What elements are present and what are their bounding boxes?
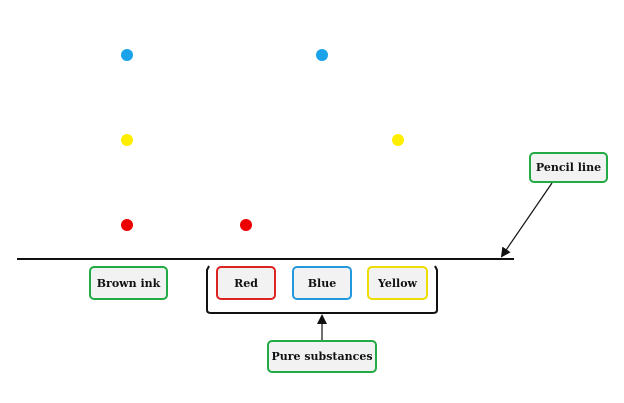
- blue-label: Blue: [292, 266, 352, 300]
- brown-ink-red-spot: [121, 219, 133, 231]
- pencil-line-label: Pencil line: [529, 152, 608, 183]
- yellow-label: Yellow: [367, 266, 428, 300]
- blue-spot: [316, 49, 328, 61]
- brown-ink-yellow-spot: [121, 134, 133, 146]
- yellow-spot: [392, 134, 404, 146]
- brown-ink-label: Brown ink: [89, 266, 168, 300]
- red-label: Red: [216, 266, 276, 300]
- pure-substances-label: Pure substances: [267, 340, 377, 373]
- pure-substances-bracket: [206, 265, 438, 314]
- brown-ink-blue-spot: [121, 49, 133, 61]
- pencil-line-arrow: [500, 182, 553, 258]
- red-spot: [240, 219, 252, 231]
